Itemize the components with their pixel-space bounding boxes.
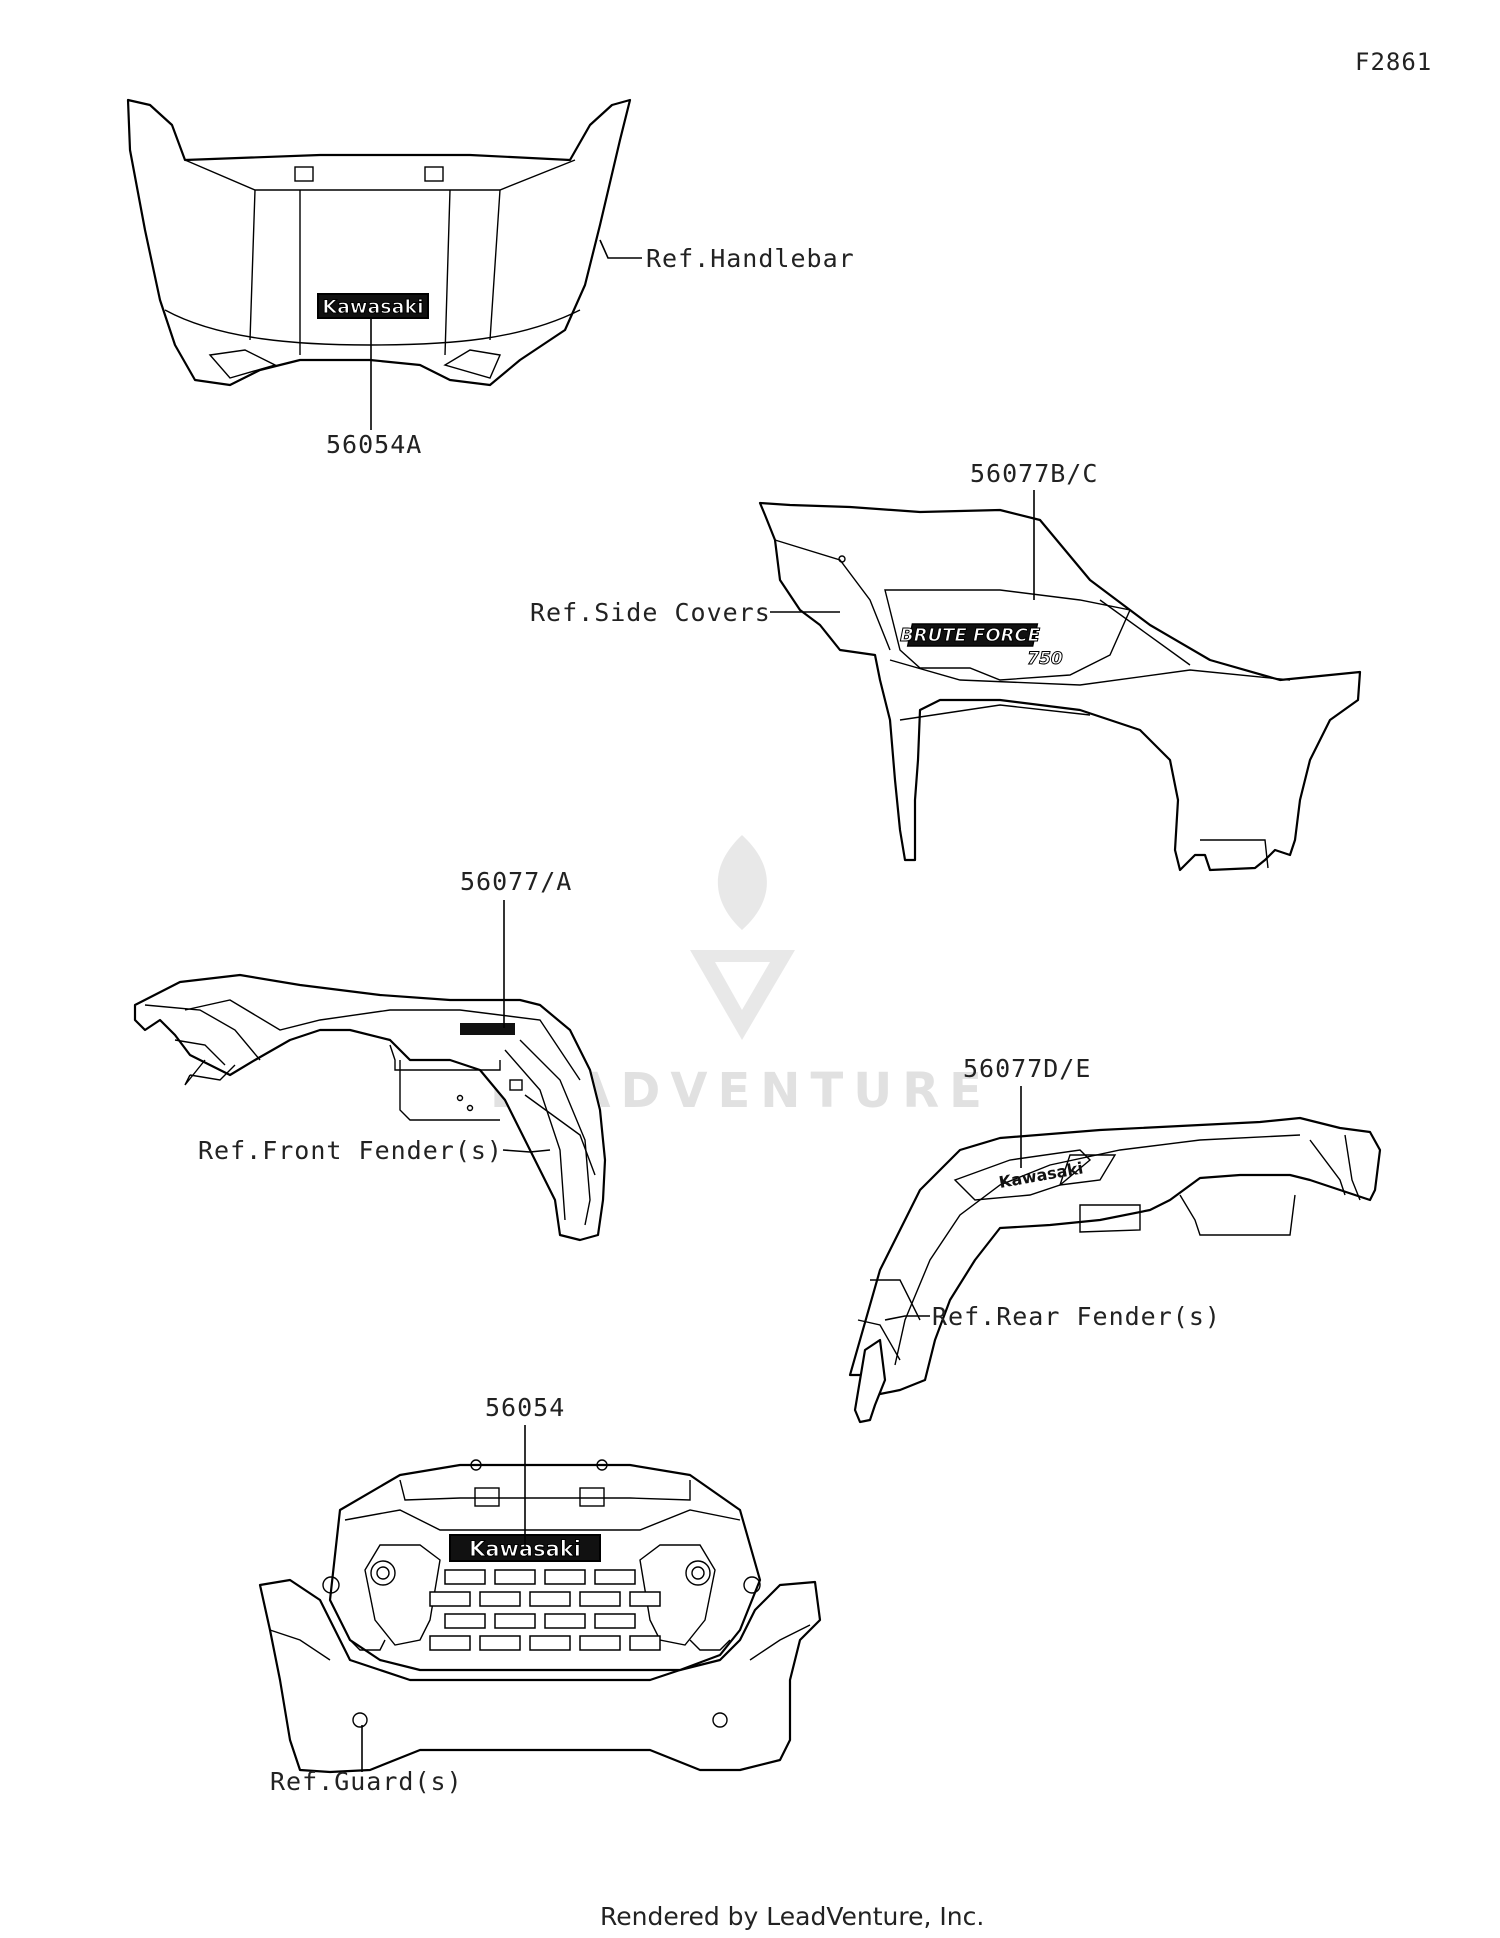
figure-id: F2861 <box>1355 48 1432 76</box>
callout-ref-rear-fender: Ref.Rear Fender(s) <box>932 1302 1221 1331</box>
callout-56077DE: 56077D/E <box>963 1054 1091 1083</box>
callout-56054A: 56054A <box>326 430 422 459</box>
callout-ref-guards: Ref.Guard(s) <box>270 1767 463 1796</box>
rear-fender-drawing: Kawasaki <box>848 1116 1382 1424</box>
guard-honeycomb-grille <box>429 1569 661 1651</box>
footer-credit: Rendered by LeadVenture, Inc. <box>600 1902 984 1931</box>
callout-56077A: 56077/A <box>460 867 572 896</box>
front-fender-drawing <box>133 973 607 1242</box>
front-guard-drawing: Kawasaki <box>258 1459 822 1774</box>
callout-56077BC: 56077B/C <box>970 459 1098 488</box>
brute-force-decal: BRUTE FORCE <box>900 625 1041 646</box>
model-750-decal: 750 <box>1027 649 1063 669</box>
leader-line <box>884 1315 930 1321</box>
kawasaki-decal-handlebar: Kawasaki <box>322 296 423 318</box>
callout-56054: 56054 <box>485 1393 565 1422</box>
callout-ref-side-covers: Ref.Side Covers <box>530 598 771 627</box>
callout-ref-front-fender: Ref.Front Fender(s) <box>198 1136 503 1165</box>
leader-line <box>599 239 642 259</box>
handlebar-cover-drawing: Kawasaki <box>126 98 632 387</box>
callout-ref-handlebar: Ref.Handlebar <box>646 244 855 273</box>
leader-line <box>502 1149 551 1153</box>
side-cover-drawing: BRUTE FORCE 750 <box>758 501 1362 872</box>
